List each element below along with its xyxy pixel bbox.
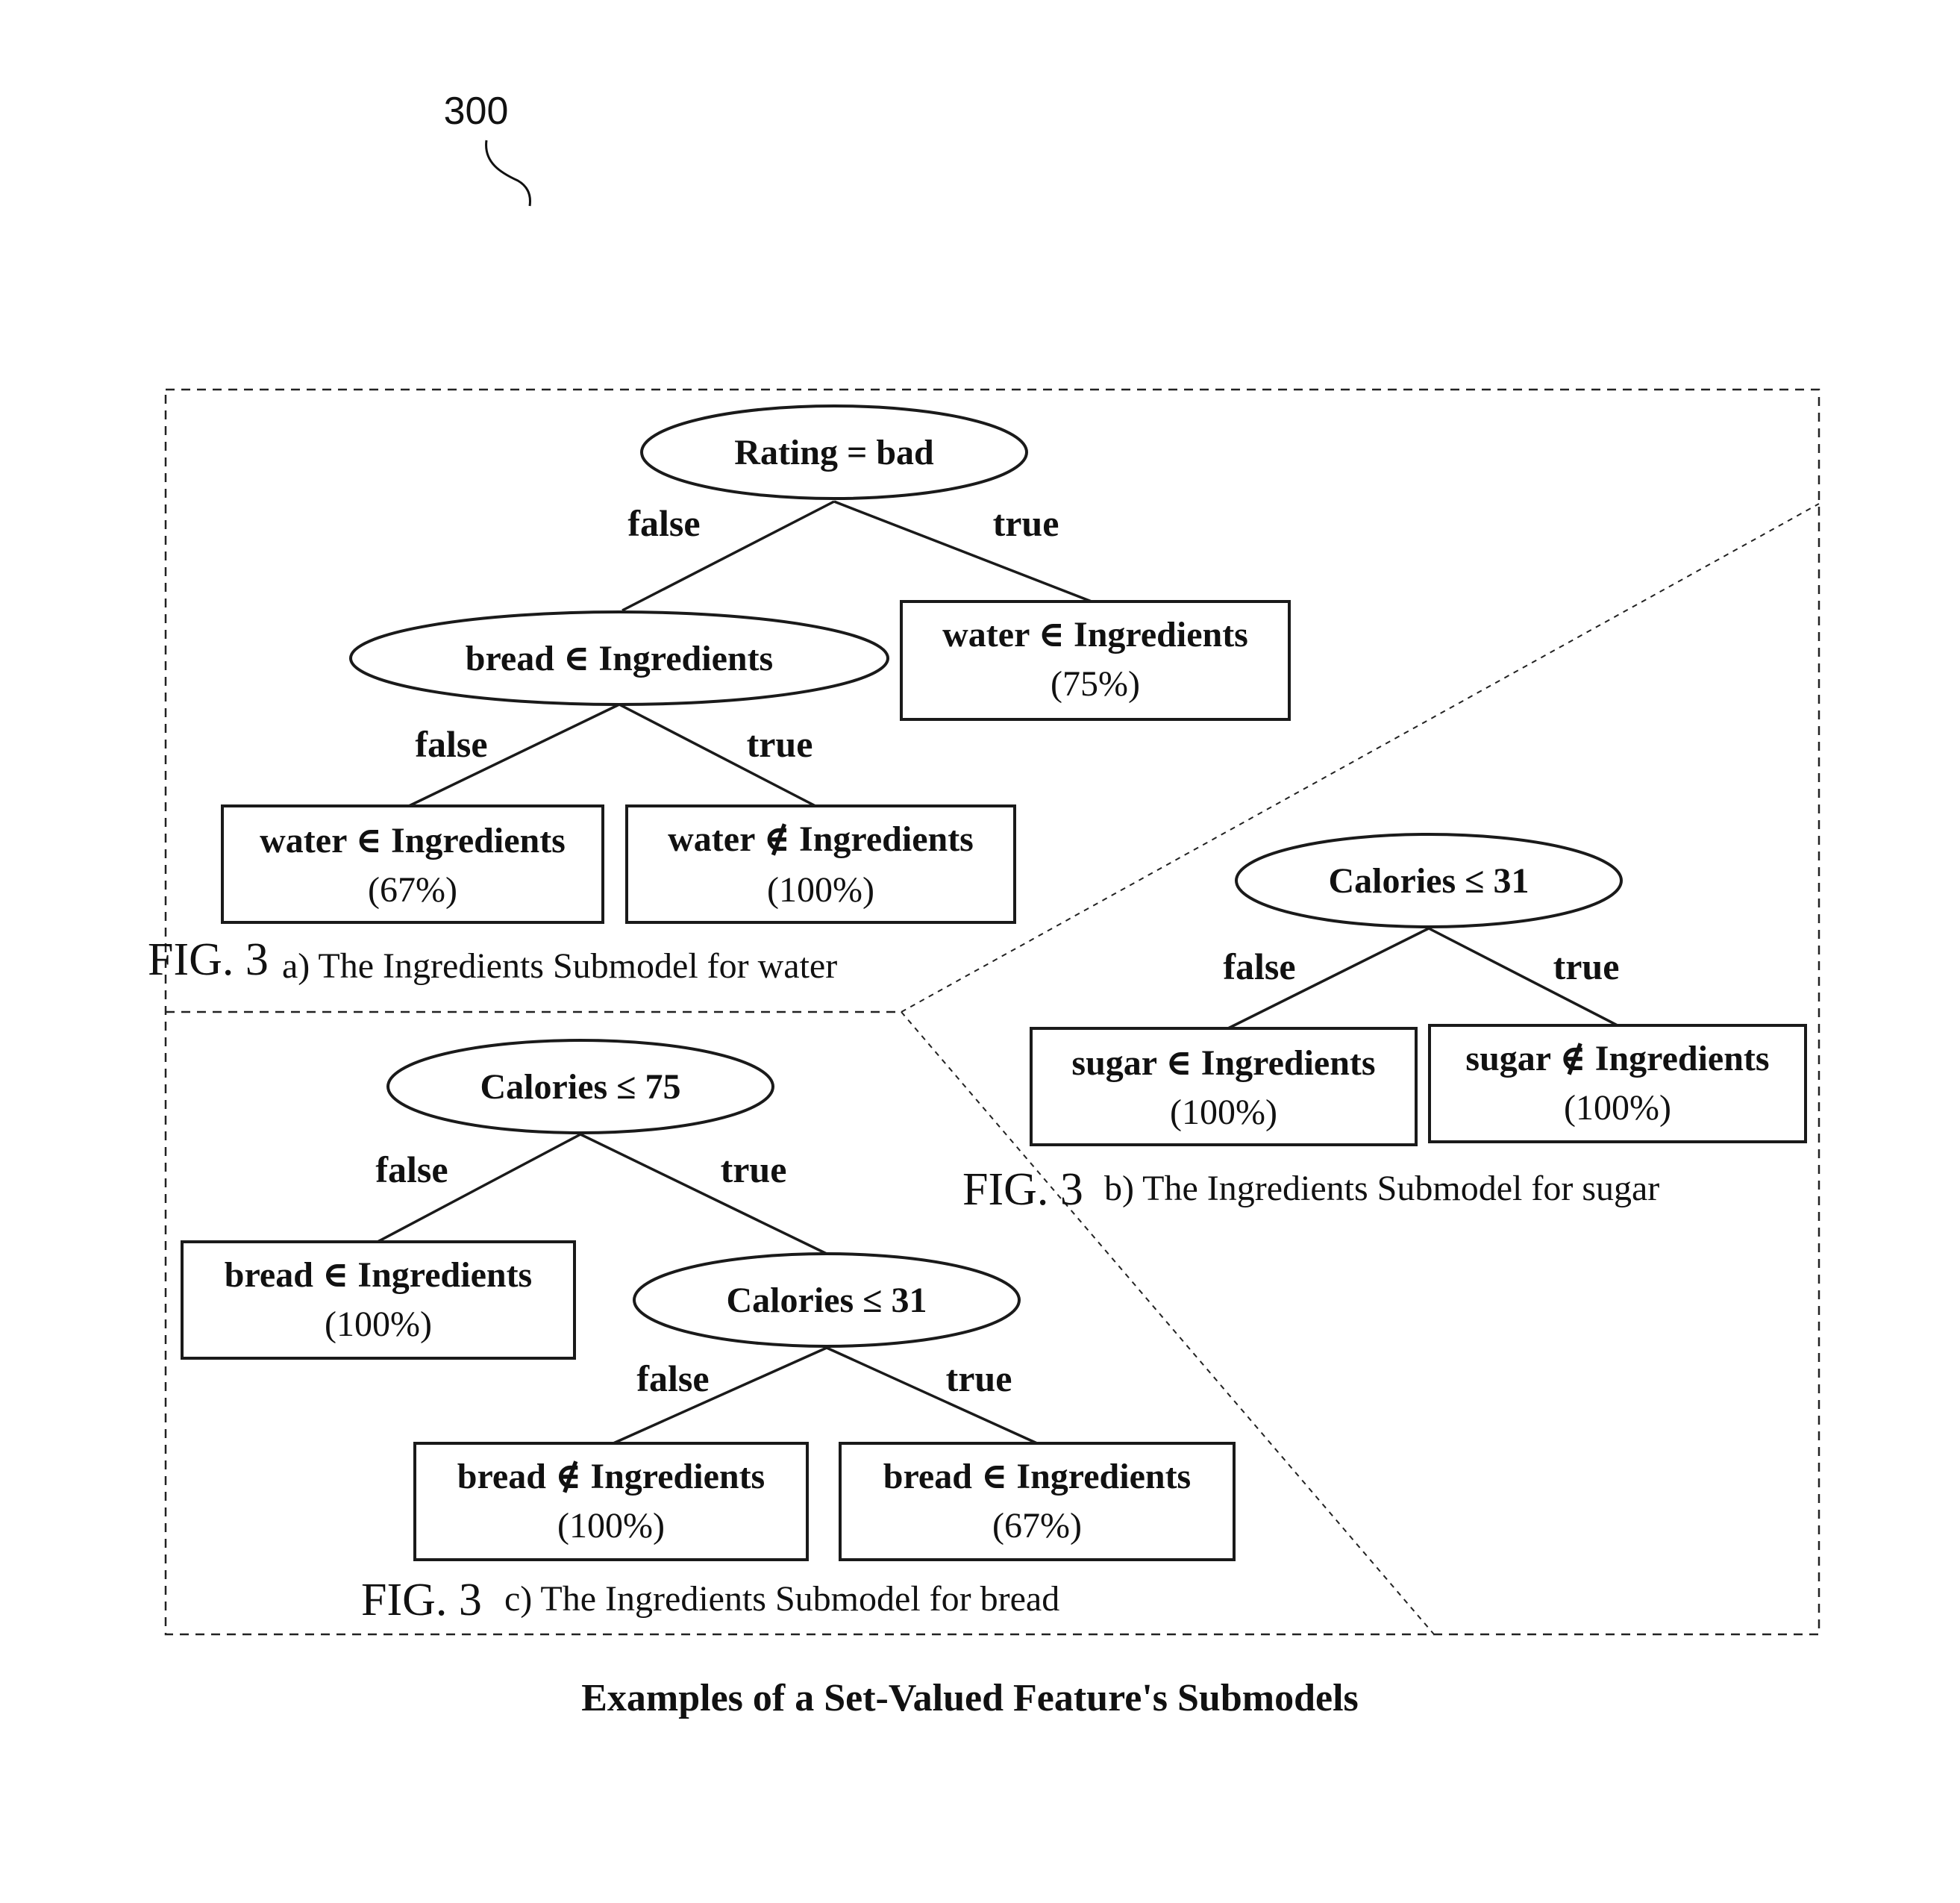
edge-label-c-root-false: false <box>375 1149 448 1190</box>
reference-lead-line <box>486 140 530 206</box>
node-b-leaf-false-value: (100%) <box>1170 1093 1277 1132</box>
node-b-root-label: Calories ≤ 31 <box>1329 861 1530 901</box>
node-c-mid-label: Calories ≤ 31 <box>727 1281 927 1320</box>
node-c-leaf-false-label: bread ∈ Ingredients <box>225 1255 532 1295</box>
edge-label-a-root-false: false <box>627 502 700 544</box>
panel-c-fig-label: FIG. 3 <box>361 1575 482 1625</box>
panel-b-fig-label: FIG. 3 <box>962 1164 1083 1215</box>
node-b-leaf-true-label: sugar ∉ Ingredients <box>1465 1039 1769 1078</box>
node-a-leaf-ff-value: (67%) <box>368 870 457 910</box>
reference-numeral: 300 <box>444 90 509 133</box>
panel-c-caption: c) The Ingredients Submodel for bread <box>504 1579 1059 1619</box>
panel-a-caption: a) The Ingredients Submodel for water <box>282 946 837 986</box>
edge-label-a-root-true: true <box>993 502 1059 544</box>
node-b-leaf-false-label: sugar ∈ Ingredients <box>1071 1043 1375 1083</box>
node-b-leaf-true-value: (100%) <box>1564 1088 1671 1128</box>
edge-label-b-root-false: false <box>1223 946 1295 987</box>
node-a-leaf-ft-label: water ∉ Ingredients <box>668 819 974 859</box>
node-c-leaf-false-value: (100%) <box>325 1304 432 1344</box>
node-a-leaf-true-value: (75%) <box>1051 664 1140 704</box>
node-a-leaf-ft-value: (100%) <box>767 870 874 910</box>
node-a-root-label: Rating = bad <box>734 433 934 472</box>
panel-a-tree: false true false true Rating = bad bread… <box>148 406 1289 986</box>
node-a-leaf-true-label: water ∈ Ingredients <box>942 615 1248 654</box>
edge-label-c-root-true: true <box>721 1149 787 1190</box>
node-a-mid-label: bread ∈ Ingredients <box>466 639 773 678</box>
edge-c-root-true <box>580 1134 827 1254</box>
panel-a-fig-label: FIG. 3 <box>148 934 269 985</box>
panel-b-tree: false true Calories ≤ 31 sugar ∈ Ingredi… <box>962 834 1806 1215</box>
edge-label-c-mid-true: true <box>946 1357 1012 1399</box>
node-c-leaf-tf-label: bread ∉ Ingredients <box>457 1457 765 1496</box>
edge-label-a-mid-true: true <box>747 723 813 765</box>
node-c-leaf-tf-value: (100%) <box>557 1506 665 1546</box>
node-a-leaf-ff-label: water ∈ Ingredients <box>260 821 566 860</box>
edge-label-a-mid-false: false <box>415 723 487 765</box>
edge-label-b-root-true: true <box>1553 946 1620 987</box>
figure-caption: Examples of a Set-Valued Feature's Submo… <box>581 1677 1359 1719</box>
node-c-root-label: Calories ≤ 75 <box>480 1067 681 1107</box>
edge-label-c-mid-false: false <box>636 1357 709 1399</box>
panel-b-caption: b) The Ingredients Submodel for sugar <box>1104 1169 1659 1208</box>
node-c-leaf-tt-value: (67%) <box>992 1506 1082 1546</box>
node-c-leaf-tt-label: bread ∈ Ingredients <box>883 1457 1191 1496</box>
